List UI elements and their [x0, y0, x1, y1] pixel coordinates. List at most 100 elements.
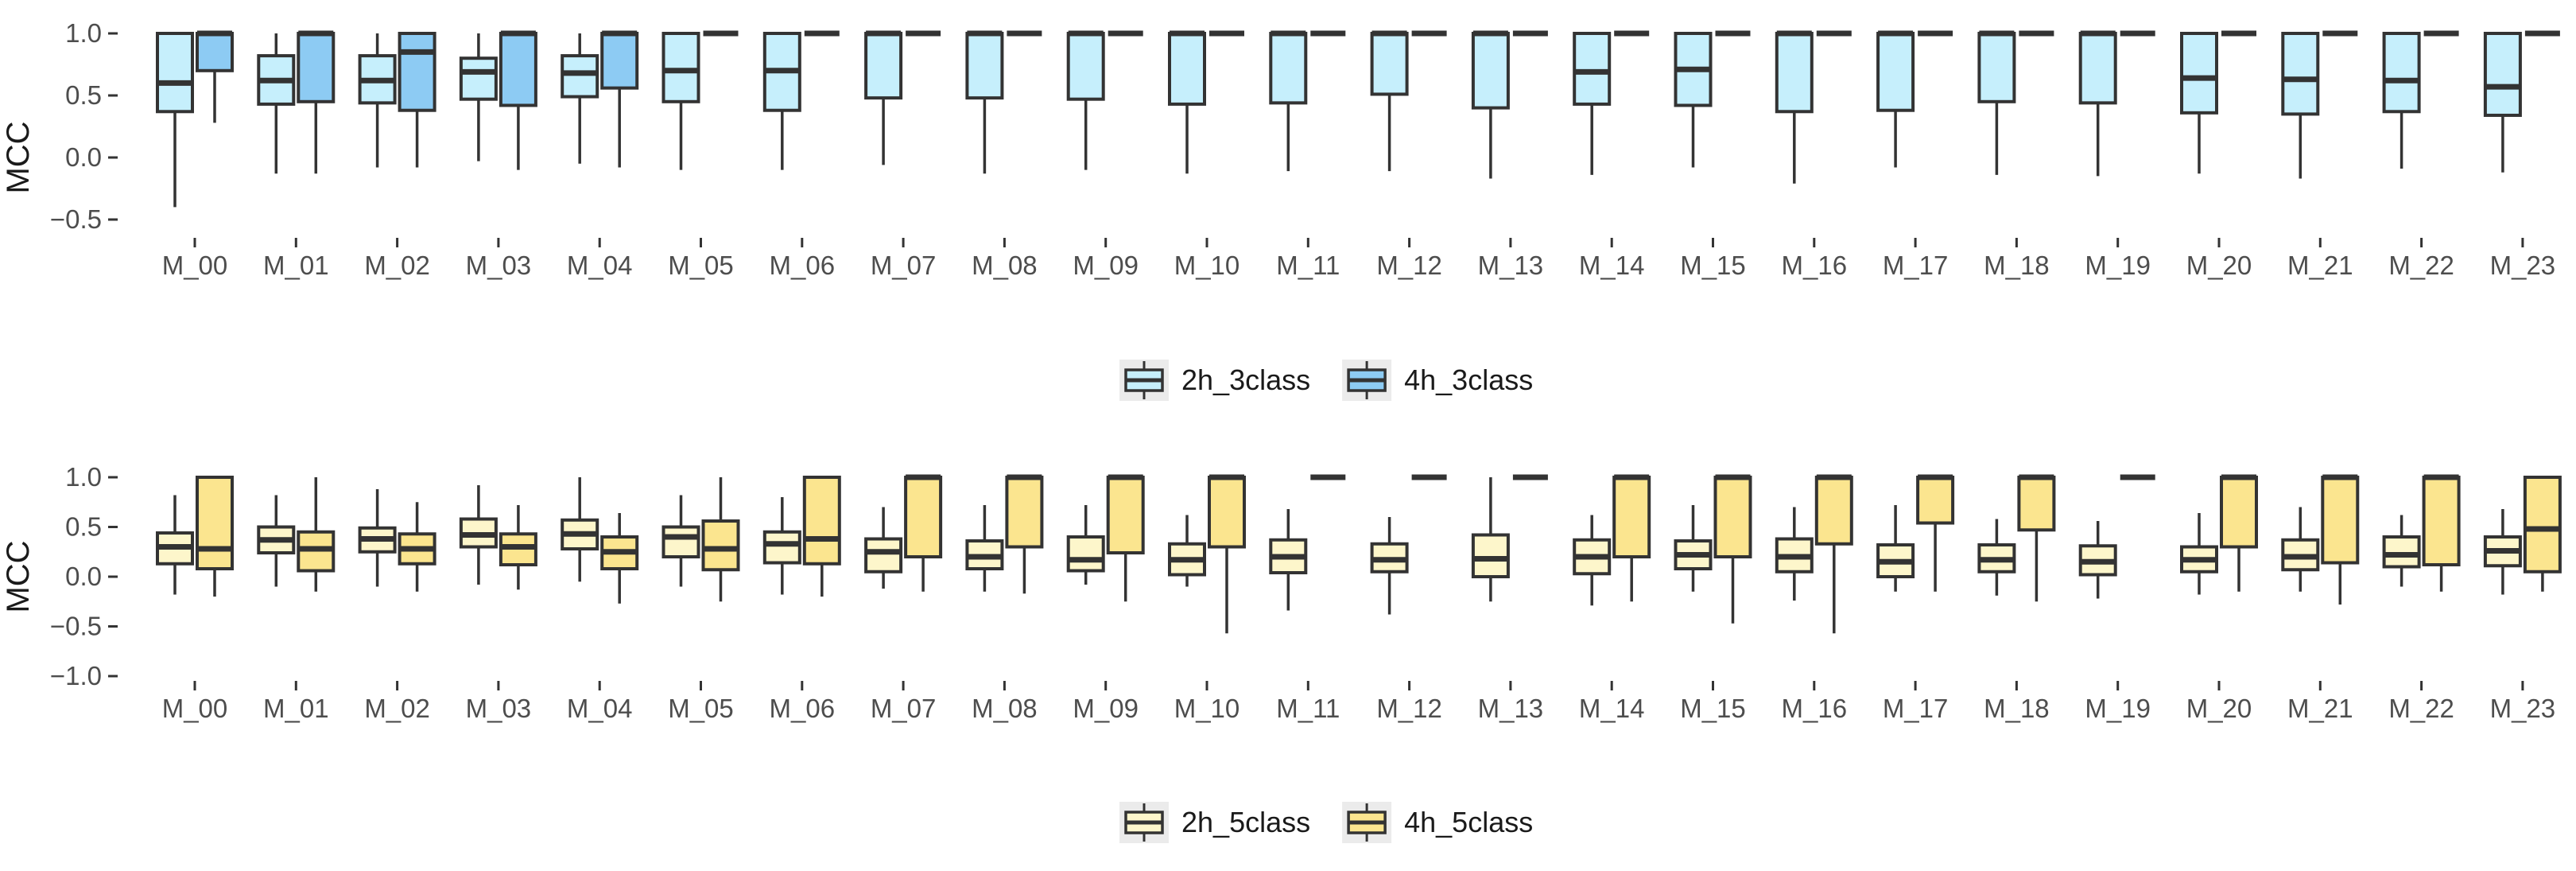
y-tick-label: −0.5: [50, 612, 102, 641]
box-2h_5class-M_11: [1269, 509, 1308, 611]
x-tick-label: M_12: [1376, 251, 1442, 280]
box-2h_5class-M_16: [1775, 507, 1814, 601]
x-tick-label: M_05: [668, 694, 734, 723]
box-4h_5class-M_14: [1612, 474, 1651, 602]
x-tick-label: M_07: [871, 694, 937, 723]
box-2h_3class-M_21: [2281, 32, 2320, 179]
x-tick-label: M_18: [1984, 694, 2050, 723]
box-4h_5class-M_06: [802, 476, 841, 597]
box-2h_5class-M_18: [1977, 519, 2016, 596]
x-tick-label: M_14: [1579, 694, 1645, 723]
box-iqr: [2017, 476, 2056, 532]
box-2h_5class-M_04: [561, 477, 599, 582]
x-tick-label: M_19: [2085, 251, 2151, 280]
box-4h_5class-M_08: [1005, 474, 1044, 594]
box-iqr: [1066, 32, 1105, 101]
box-2h_3class-M_14: [1573, 32, 1612, 175]
box-iqr: [1471, 533, 1510, 578]
box-2h_5class-M_02: [358, 489, 397, 587]
box-iqr: [1005, 476, 1044, 549]
x-tick-label: M_17: [1883, 694, 1949, 723]
x-tick-label: M_06: [770, 694, 836, 723]
box-4h_3class-M_02: [398, 32, 436, 168]
x-tick-label: M_13: [1478, 694, 1544, 723]
box-iqr: [398, 32, 436, 112]
box-2h_3class-M_12: [1370, 30, 1409, 172]
box-iqr: [2220, 476, 2258, 549]
box-2h_3class-M_17: [1876, 30, 1915, 168]
box-4h_5class-M_05: [701, 477, 740, 602]
box-4h_5class-M_17: [1916, 474, 1955, 592]
box-2h_5class-M_01: [257, 495, 296, 587]
box-2h_3class-M_22: [2382, 32, 2421, 169]
box-2h_3class-M_01: [257, 33, 296, 174]
box-iqr: [661, 525, 700, 558]
x-tick-label: M_01: [263, 694, 329, 723]
box-2h_3class-M_19: [2078, 30, 2117, 177]
x-tick-label: M_10: [1174, 251, 1240, 280]
box-iqr: [1269, 32, 1308, 105]
box-iqr: [561, 54, 599, 99]
box-2h_5class-M_00: [156, 495, 194, 595]
y-tick-label: −0.5: [50, 204, 102, 234]
box-iqr: [196, 32, 234, 72]
box-2h_3class-M_06: [762, 32, 801, 170]
box-iqr: [864, 32, 903, 100]
box-2h_5class-M_21: [2281, 507, 2320, 592]
box-2h_3class-M_00: [156, 32, 194, 208]
box-2h_5class-M_12: [1370, 517, 1409, 615]
box-4h_5class-M_20: [2220, 474, 2258, 592]
x-tick-label: M_00: [162, 251, 228, 280]
box-2h_5class-M_17: [1876, 505, 1915, 592]
box-iqr: [297, 32, 336, 103]
box-iqr: [701, 519, 740, 572]
box-iqr: [762, 530, 801, 565]
box-2h_3class-M_05: [661, 32, 700, 170]
box-2h_3class-M_15: [1674, 32, 1713, 168]
box-iqr: [1814, 476, 1853, 546]
box-2h_3class-M_02: [358, 33, 397, 168]
box-2h_5class-M_03: [459, 485, 498, 585]
y-tick-label: 0.5: [65, 512, 102, 542]
box-4h_5class-M_03: [499, 505, 537, 590]
box-2h_3class-M_07: [864, 30, 903, 165]
box-4h_3class-M_01: [297, 30, 336, 174]
box-iqr: [1713, 476, 1752, 558]
box-iqr: [965, 32, 1004, 100]
y-tick-label: 0.0: [65, 562, 102, 591]
box-iqr: [1612, 476, 1651, 558]
x-tick-label: M_23: [2490, 251, 2556, 280]
legend-label: 4h_3class: [1404, 364, 1533, 396]
box-iqr: [1977, 32, 2016, 103]
box-iqr: [156, 32, 194, 114]
box-iqr: [2281, 32, 2320, 116]
box-2h_5class-M_05: [661, 495, 700, 587]
box-iqr: [864, 537, 903, 574]
box-2h_3class-M_23: [2483, 32, 2522, 173]
box-4h_5class-M_16: [1814, 474, 1853, 634]
box-2h_3class-M_09: [1066, 30, 1105, 170]
x-tick-label: M_21: [2287, 251, 2353, 280]
box-4h_5class-M_22: [2422, 474, 2461, 592]
x-tick-label: M_09: [1073, 694, 1139, 723]
box-4h_5class-M_21: [2321, 474, 2360, 605]
x-tick-label: M_23: [2490, 694, 2556, 723]
box-iqr: [1471, 32, 1510, 110]
box-2h_3class-M_20: [2180, 32, 2218, 174]
box-4h_5class-M_00: [196, 476, 234, 597]
box-iqr: [1775, 32, 1814, 114]
legend-label: 2h_5class: [1181, 806, 1310, 838]
box-4h_5class-M_09: [1106, 474, 1145, 602]
x-tick-label: M_21: [2287, 694, 2353, 723]
box-2h_5class-M_06: [762, 497, 801, 595]
x-tick-label: M_05: [668, 251, 734, 280]
x-tick-label: M_04: [567, 694, 633, 723]
box-iqr: [2078, 32, 2117, 105]
box-2h_3class-M_13: [1471, 30, 1510, 179]
box-4h_5class-M_01: [297, 477, 336, 592]
x-tick-label: M_19: [2085, 694, 2151, 723]
